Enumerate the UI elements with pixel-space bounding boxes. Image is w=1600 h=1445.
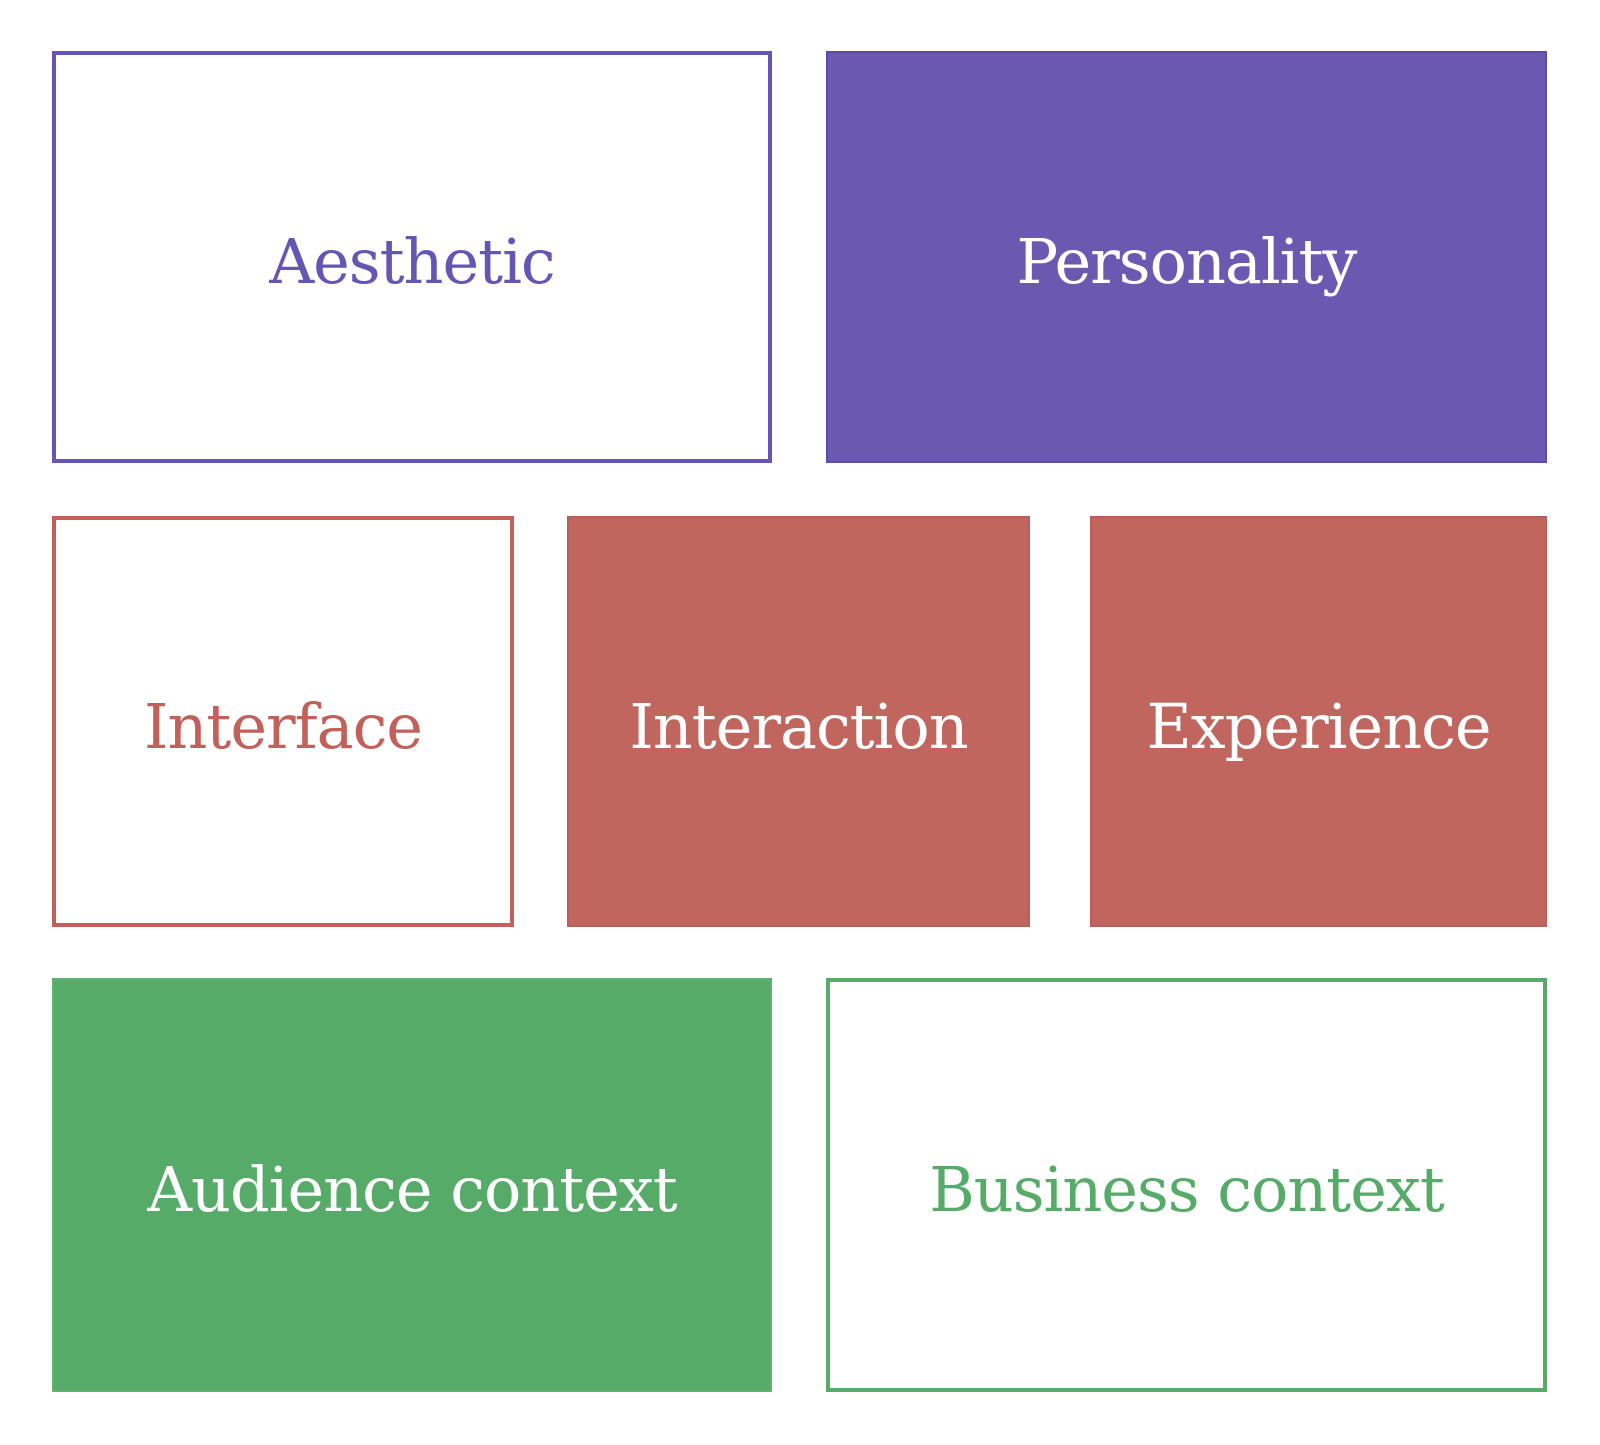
box-interface-label: Interface: [144, 689, 423, 763]
box-business-context: Business context: [826, 978, 1547, 1392]
box-interaction: Interaction: [567, 516, 1030, 927]
box-interface: Interface: [52, 516, 514, 927]
box-personality: Personality: [826, 51, 1547, 463]
box-experience-label: Experience: [1146, 689, 1491, 763]
box-experience: Experience: [1090, 516, 1547, 927]
box-audience-context: Audience context: [52, 978, 772, 1392]
box-aesthetic-label: Aesthetic: [269, 225, 555, 298]
box-audience-context-label: Audience context: [147, 1153, 677, 1226]
box-business-context-label: Business context: [929, 1153, 1445, 1226]
box-aesthetic: Aesthetic: [52, 51, 772, 463]
box-interaction-label: Interaction: [629, 689, 968, 763]
box-personality-label: Personality: [1016, 225, 1358, 298]
